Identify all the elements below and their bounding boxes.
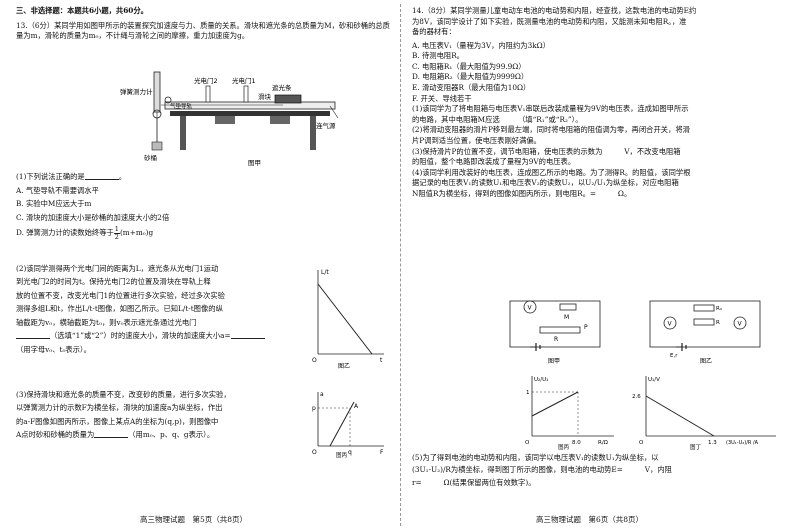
svg-text:图乙: 图乙 bbox=[338, 363, 350, 370]
answer-blank[interactable] bbox=[16, 331, 50, 340]
spring-scale-icon bbox=[153, 71, 161, 113]
q13-1: (1)下列说法正确的是。 bbox=[16, 172, 127, 181]
slider-block bbox=[274, 94, 302, 104]
svg-text:p: p bbox=[312, 405, 316, 412]
voltmeter-icon bbox=[523, 300, 537, 314]
answer-blank[interactable] bbox=[94, 430, 129, 439]
svg-text:2.6: 2.6 bbox=[632, 394, 641, 400]
q13-2: (2)该同学测得两个光电门间的距离为L，遮光条从光电门1运动 到光电门2的时间为… bbox=[16, 262, 306, 356]
circuit-jia: V M P R 图甲 bbox=[509, 300, 601, 365]
svg-text:8.0: 8.0 bbox=[572, 440, 581, 446]
graph-ding: U₁/V 2.6 1.3 (3U₁-U₂)/R /A O 图丁 bbox=[632, 376, 776, 450]
rail-label: 气垫导轨 bbox=[170, 102, 193, 110]
gate1-label: 光电门1 bbox=[232, 76, 256, 85]
air-rail bbox=[164, 101, 336, 110]
answer-blank[interactable] bbox=[84, 172, 119, 180]
svg-text:R: R bbox=[716, 320, 720, 326]
item-e: E. 滑动变阻器R（最大阻值为10Ω） bbox=[412, 83, 531, 93]
svg-text:R: R bbox=[554, 336, 558, 343]
svg-text:O: O bbox=[312, 449, 317, 456]
svg-text:图丙: 图丙 bbox=[558, 443, 570, 450]
option-a: A. 气垫导轨不需要调水平 bbox=[16, 185, 99, 195]
circuit-yi: V V Rₓ R E,r 图乙 bbox=[649, 300, 761, 365]
svg-text:A: A bbox=[354, 403, 359, 410]
left-column: 三、非选择题：本题共6小题，共60分。 13.（6分）某同学用如图甲所示的装置探… bbox=[16, 6, 390, 45]
table-top bbox=[170, 111, 330, 116]
gate2-label: 光电门2 bbox=[194, 76, 218, 85]
svg-text:图乙: 图乙 bbox=[700, 358, 712, 365]
option-b: B. 实验中M应远大于m bbox=[16, 199, 92, 209]
svg-text:1: 1 bbox=[526, 390, 530, 396]
air-label: 连气源 bbox=[316, 121, 336, 130]
answer-blank[interactable] bbox=[230, 331, 265, 340]
svg-text:U₂/U₁: U₂/U₁ bbox=[534, 377, 548, 383]
svg-text:P: P bbox=[584, 324, 588, 331]
spring-label: 弹簧测力计 bbox=[120, 87, 153, 96]
svg-text:图丁: 图丁 bbox=[690, 443, 702, 450]
svg-text:图甲: 图甲 bbox=[548, 358, 560, 365]
svg-text:O: O bbox=[525, 440, 530, 446]
svg-text:L/t: L/t bbox=[321, 269, 329, 276]
svg-text:V: V bbox=[668, 321, 673, 328]
bucket-label: 砂桶 bbox=[144, 153, 157, 162]
shade-label: 遮光条 bbox=[272, 83, 292, 92]
right-column: 14.（8分）某同学测量儿童电动车电池的电动势和内阻，经查找，这款电池的电动势E… bbox=[412, 6, 784, 199]
item-b: B. 待测电阻R。 bbox=[412, 51, 464, 61]
svg-text:V: V bbox=[738, 321, 743, 328]
fig-jia-caption: 图甲 bbox=[248, 159, 261, 167]
graph-yi: L/t t O 图乙 bbox=[312, 269, 384, 370]
svg-text:t: t bbox=[380, 357, 383, 364]
graph-bing-right: U₂/U₁ R/Ω 1 8.0 O 图丙 bbox=[525, 376, 614, 450]
svg-text:O: O bbox=[312, 357, 317, 364]
item-a: A. 电压表V₁（量程为3V，内阻约为3kΩ） bbox=[412, 40, 550, 50]
svg-text:M: M bbox=[564, 314, 569, 321]
item-f: F. 开关、导线若干 bbox=[412, 93, 472, 103]
slider-label: 滑块 bbox=[258, 92, 272, 101]
q13-3: (3)保持滑块和遮光条的质量不变，改变砂的质量，进行多次实验， 以弹簧测力计的示… bbox=[16, 390, 231, 440]
photogate-2-icon bbox=[205, 85, 211, 103]
apparatus-figure: 弹簧测力计 光电门2 光电门1 遮光条 滑块 气垫导轨 连气源 砂桶 图甲 bbox=[120, 71, 339, 167]
svg-text:Rₓ: Rₓ bbox=[716, 306, 723, 312]
svg-text:E,r: E,r bbox=[670, 353, 678, 359]
svg-text:q: q bbox=[348, 449, 352, 456]
svg-text:U₁/V: U₁/V bbox=[648, 377, 660, 383]
footer-right: 高三物理试题 第6页（共8页） bbox=[536, 515, 644, 525]
svg-text:V: V bbox=[528, 305, 533, 312]
svg-text:1.3: 1.3 bbox=[708, 440, 717, 446]
q14-5: (5)为了得到电池的电动势和内阻，该同学以电压表V₁的读数U₁为纵坐标，以 (3… bbox=[412, 453, 672, 487]
svg-text:图丙: 图丙 bbox=[336, 451, 348, 458]
bucket-icon bbox=[151, 141, 163, 151]
column-divider bbox=[400, 4, 401, 526]
graph-bing-left: a F p q A O 图丙 bbox=[312, 391, 384, 458]
photogate-1-icon bbox=[243, 85, 249, 103]
section-title: 三、非选择题：本题共6小题，共60分。 bbox=[16, 6, 148, 15]
svg-text:(3U₁-U₂)/R /A: (3U₁-U₂)/R /A bbox=[726, 440, 759, 446]
item-d: D. 电阻箱R₂（最大阻值为9999Ω） bbox=[412, 72, 529, 82]
svg-text:O: O bbox=[639, 440, 644, 446]
q13-questions: (1)下列说法正确的是。 A. 气垫导轨不需要调水平 B. 实验中M应远大于m … bbox=[16, 172, 390, 243]
footer-left: 高三物理试题 第5页（共8页） bbox=[140, 515, 248, 525]
svg-text:a: a bbox=[320, 391, 324, 398]
svg-text:R/Ω: R/Ω bbox=[598, 440, 608, 446]
q13-intro: 13.（6分）某同学用如图甲所示的装置探究加速度与力、质量的关系。滑块和遮光条的… bbox=[16, 20, 390, 41]
item-c: C. 电阻箱R₁（最大阻值为99.9Ω） bbox=[412, 61, 526, 71]
svg-text:F: F bbox=[380, 449, 384, 456]
option-c: C. 滑块的加速度大小是砂桶的加速度大小的2倍 bbox=[16, 212, 170, 222]
